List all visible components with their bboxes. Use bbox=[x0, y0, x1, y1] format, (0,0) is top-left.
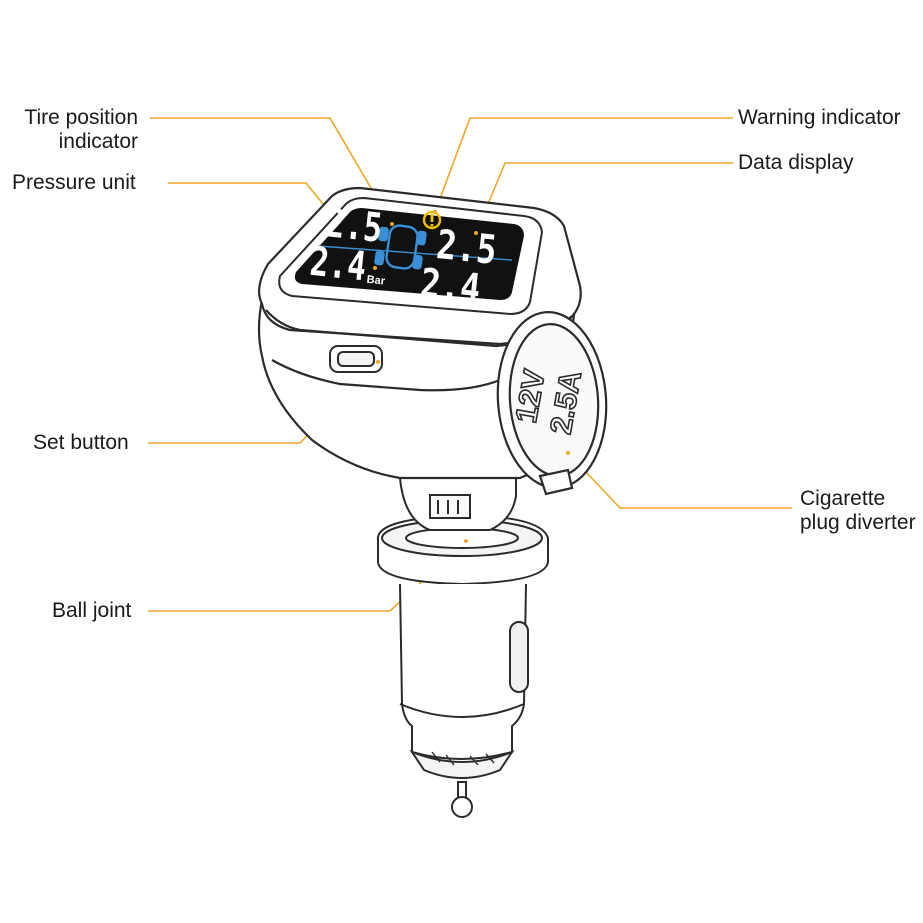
socket-clip bbox=[538, 468, 574, 496]
label-cigarette-line1: Cigarette bbox=[800, 487, 886, 510]
label-set-button: Set button bbox=[33, 431, 129, 454]
car-icon bbox=[374, 224, 427, 270]
pressure-rear-right: 2.4 bbox=[418, 260, 482, 312]
pressure-front-right: 2.5 bbox=[434, 222, 498, 274]
warning-icon bbox=[422, 210, 442, 230]
label-pressure-unit: Pressure unit bbox=[12, 171, 136, 194]
cigarette-plug bbox=[376, 514, 549, 818]
screen-panel bbox=[294, 208, 524, 300]
lcd-screen: 2.5 2.5 2.4 2.4 Bar bbox=[278, 196, 544, 316]
callout-anchors bbox=[373, 210, 570, 543]
label-tire-position-line2: indicator bbox=[58, 130, 138, 153]
plug-hatch bbox=[431, 751, 495, 766]
housing-split bbox=[271, 359, 501, 392]
pressure-front-left: 2.5 bbox=[324, 200, 385, 252]
label-cigarette-line2: plug diverter bbox=[800, 511, 916, 534]
label-ball-joint: Ball joint bbox=[52, 599, 132, 622]
set-button[interactable] bbox=[329, 345, 383, 373]
callout-lines bbox=[148, 117, 792, 612]
plug-tip-ring bbox=[409, 749, 515, 779]
callout-warning bbox=[434, 117, 733, 213]
plug-body bbox=[399, 583, 527, 760]
ball-joint bbox=[398, 477, 517, 531]
label-data-display: Data display bbox=[738, 151, 854, 174]
cigarette-socket: 12V 2.5A bbox=[496, 311, 608, 496]
callout-cigarette bbox=[567, 452, 792, 509]
pressure-rear-left: 2.4 bbox=[308, 239, 369, 291]
label-tire-position-line1: Tire position bbox=[24, 106, 138, 129]
label-warning-indicator: Warning indicator bbox=[738, 106, 901, 129]
plug-body-ridge bbox=[399, 703, 525, 718]
plug-side-contact bbox=[509, 621, 529, 693]
pressure-unit-text: Bar bbox=[366, 274, 386, 288]
neck-detail bbox=[429, 494, 471, 519]
plug-pin-tip bbox=[451, 796, 473, 818]
